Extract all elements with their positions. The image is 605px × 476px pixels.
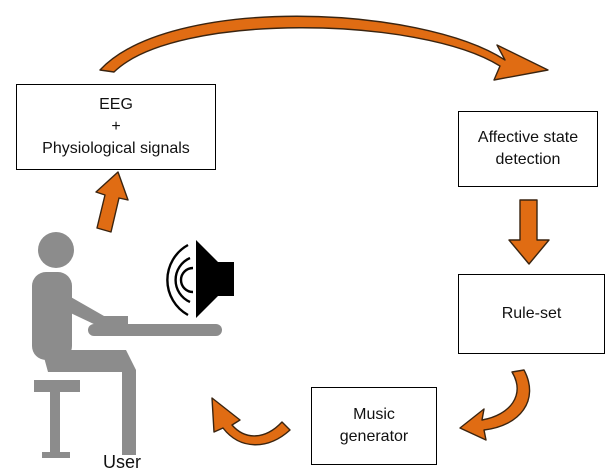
sound-waves-icon <box>166 243 194 317</box>
rule-set-box: Rule-set <box>458 274 605 354</box>
physiological-label: Physiological signals <box>42 140 190 157</box>
down-arrow <box>508 199 550 265</box>
affective-state-box: Affective state detection <box>458 111 598 187</box>
rules-to-music-arrow <box>459 369 531 441</box>
top-curved-arrow <box>99 15 549 81</box>
user-label: User <box>103 452 142 472</box>
eeg-label: EEG <box>99 96 133 113</box>
music-label-line1: Music <box>353 406 395 423</box>
affective-label-line1: Affective state <box>477 129 579 146</box>
affective-label-line2: detection <box>495 151 561 168</box>
eeg-box: EEG + Physiological signals <box>16 84 216 170</box>
up-arrow <box>95 171 129 233</box>
music-label-line2: generator <box>339 428 409 445</box>
user-figure-icon <box>32 232 222 458</box>
speaker-icon <box>196 240 234 318</box>
rule-set-label: Rule-set <box>501 305 562 322</box>
music-to-user-arrow <box>211 397 291 446</box>
music-generator-box: Music generator <box>311 387 437 465</box>
plus-label: + <box>111 118 121 135</box>
